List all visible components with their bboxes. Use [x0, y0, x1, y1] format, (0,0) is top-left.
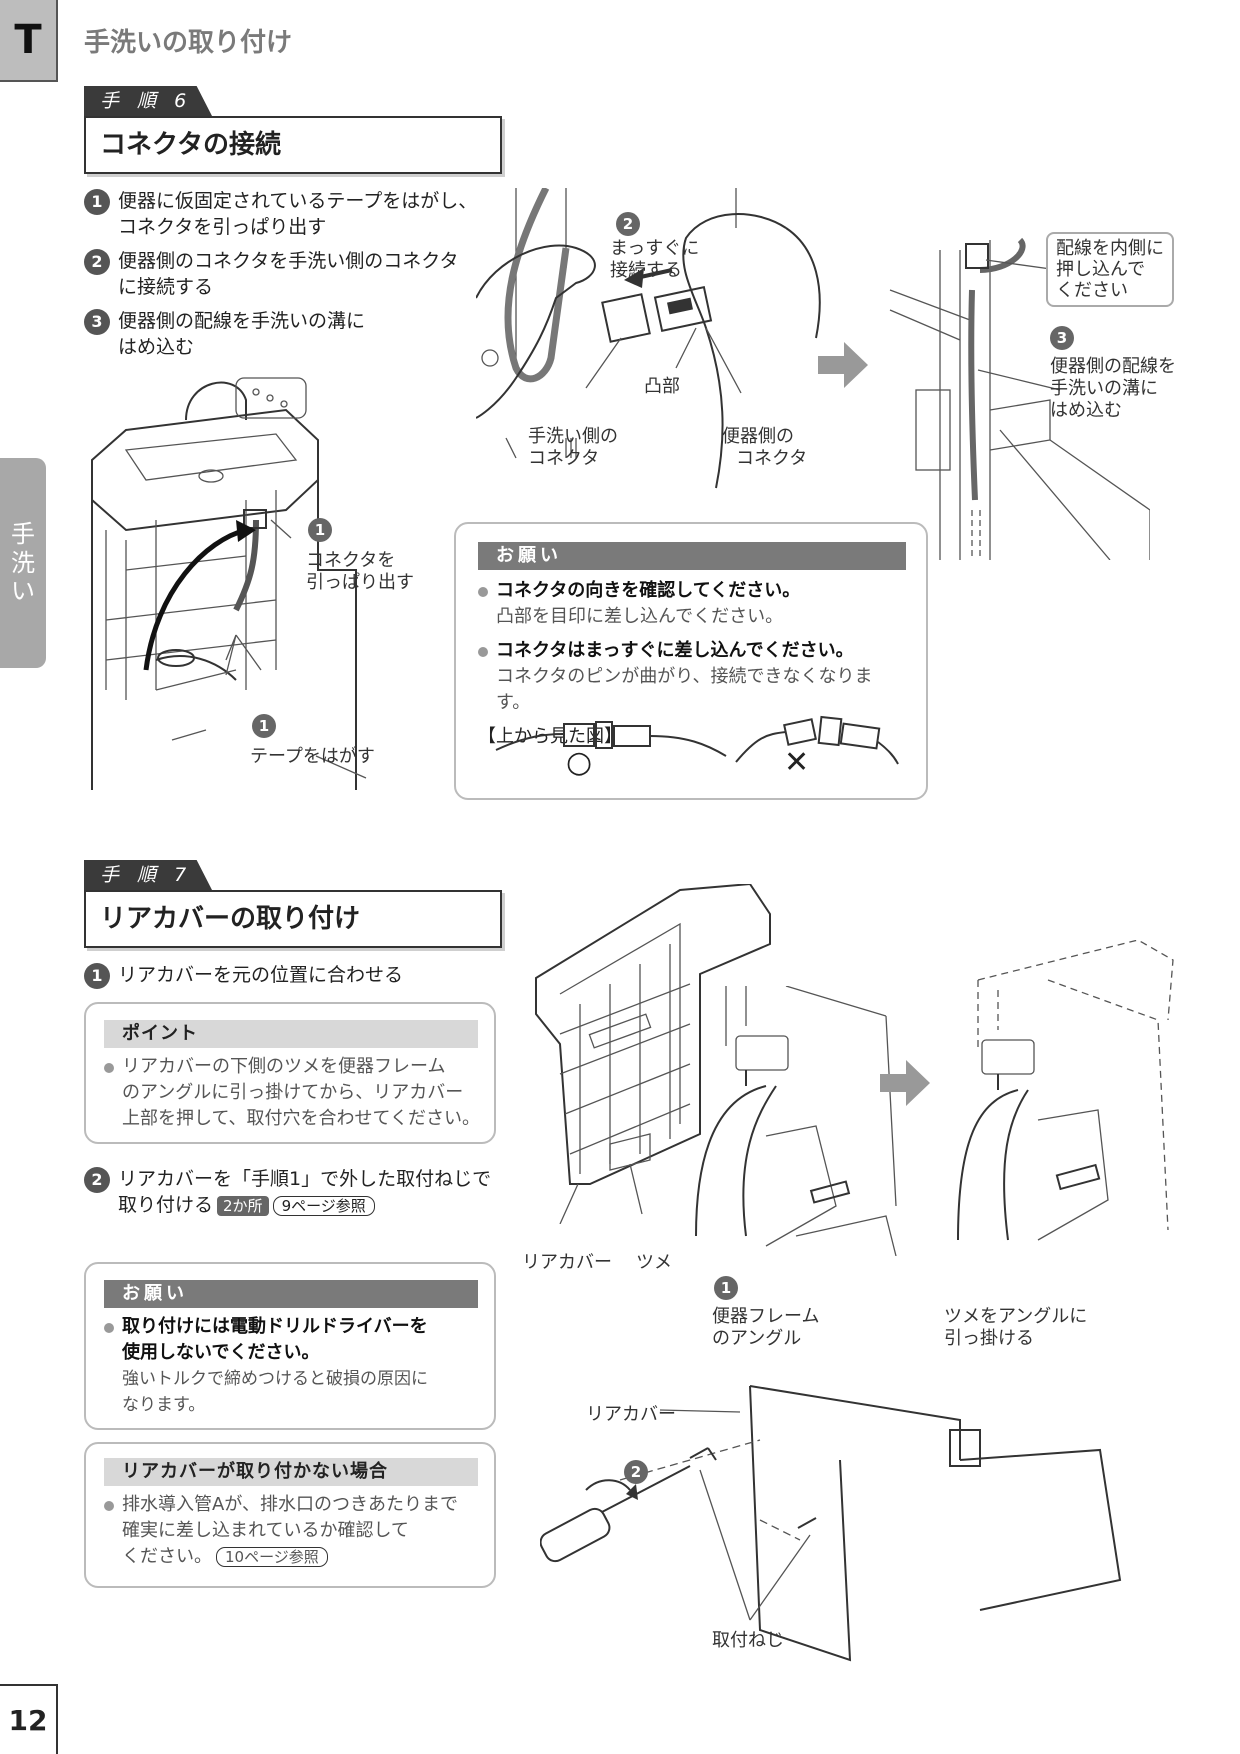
- step-number-icon: 2: [84, 249, 110, 275]
- pull-connector-label: コネクタを引っぱり出す: [306, 550, 414, 593]
- bullet-icon: [104, 1063, 114, 1073]
- side-tab-char: 洗: [11, 548, 35, 577]
- page-ref-tag[interactable]: 10ページ参照: [216, 1547, 328, 1567]
- bullet-icon: [478, 647, 488, 657]
- request-heading: お願い: [104, 1280, 478, 1308]
- instruction-item: 1 便器に仮固定されているテープをはがし、コネクタを引っぱり出す: [84, 188, 494, 240]
- instruction-item: 3 便器側の配線を手洗いの溝にはめ込む: [84, 308, 494, 360]
- rear-cover-label: リアカバー: [586, 1404, 676, 1425]
- frame-angle-label: 便器フレームのアングル: [712, 1306, 820, 1349]
- ok-mark-icon: ○: [566, 745, 593, 780]
- claw-label: ツメ: [636, 1252, 672, 1273]
- side-chapter-tab: 手 洗 い: [0, 458, 46, 668]
- groove-wiring-label: 便器側の配線を手洗いの溝にはめ込む: [1050, 356, 1176, 421]
- page-title: 手洗いの取り付け: [84, 28, 293, 58]
- label-number-icon: 2: [616, 212, 640, 236]
- section-tab: T: [0, 0, 58, 82]
- side-tab-char: い: [11, 577, 35, 606]
- step6-instructions: 1 便器に仮固定されているテープをはがし、コネクタを引っぱり出す 2 便器側のコ…: [84, 188, 494, 360]
- screw-install-illustration: [540, 1385, 1122, 1662]
- rear-cover-label: リアカバー: [522, 1252, 612, 1273]
- label-number-icon: 1: [308, 518, 332, 542]
- step-number-icon: 1: [84, 963, 110, 989]
- push-inside-callout: 配線を内側に押し込んでください: [1046, 232, 1174, 307]
- label-number-icon: 3: [1050, 326, 1074, 350]
- step6-request-box: お願い コネクタの向きを確認してください。凸部を目印に差し込んでください。 コネ…: [454, 522, 928, 800]
- instruction-text: コネクタを引っぱり出す: [118, 216, 327, 238]
- point-box: ポイント リアカバーの下側のツメを便器フレームのアングルに引っ掛けてから、リアカ…: [84, 1002, 496, 1144]
- bullet-icon: [104, 1323, 114, 1333]
- request-sub-text: 強いトルクで締めつけると破損の原因に: [122, 1369, 428, 1389]
- label-number-icon: 1: [714, 1276, 738, 1300]
- hooked-frame-illustration: [957, 940, 1174, 1241]
- step7-request-box: お願い 取り付けには電動ドリルドライバーを 使用しないでください。 強いトルクで…: [84, 1262, 496, 1430]
- connect-straight-label: まっすぐに接続する: [610, 238, 700, 281]
- instruction-text: に接続する: [118, 276, 214, 298]
- step-number-icon: 1: [84, 189, 110, 215]
- step6-title: コネクタの接続: [84, 116, 502, 174]
- page-ref-tag[interactable]: 9ページ参照: [272, 1196, 375, 1216]
- point-item: リアカバーの下側のツメを便器フレームのアングルに引っ掛けてから、リアカバー上部を…: [86, 1048, 494, 1132]
- instruction-text: 便器側のコネクタを手洗い側のコネクタ: [118, 250, 459, 272]
- request-item: コネクタの向きを確認してください。凸部を目印に差し込んでください。: [478, 578, 906, 630]
- count-tag: 2か所: [217, 1196, 269, 1216]
- sink-illustration: [91, 377, 367, 790]
- instruction-item: 2 便器側のコネクタを手洗い側のコネクタに接続する: [84, 248, 494, 300]
- instruction-text: 取り付ける: [118, 1194, 214, 1216]
- trouble-heading: リアカバーが取り付かない場合: [104, 1458, 478, 1486]
- trouble-item: 排水導入管Aが、排水口のつきあたりまで 確実に差し込まれているか確認して くださ…: [86, 1486, 494, 1570]
- convex-part-label: 凸部: [644, 376, 680, 397]
- toilet-connector-label: 便器側のコネクタ: [722, 426, 808, 469]
- arrow-right-icon: [880, 1060, 930, 1106]
- wiring-groove-illustration: [889, 237, 1150, 560]
- arrow-right-icon: [818, 342, 868, 388]
- bullet-icon: [478, 587, 488, 597]
- request-main-text: コネクタはまっすぐに差し込んでください。: [496, 640, 854, 661]
- washbasin-connector-label: 手洗い側のコネクタ: [528, 426, 618, 469]
- instruction-text: 便器側の配線を手洗いの溝に: [118, 310, 366, 332]
- request-sub-text: 凸部を目印に差し込んでください。: [496, 606, 784, 627]
- step7-title: リアカバーの取り付け: [84, 890, 502, 948]
- instruction-text: 便器に仮固定されているテープをはがし、: [118, 190, 478, 212]
- ng-mark-icon: ✕: [784, 745, 810, 780]
- step7-banner: 手 順 7: [84, 860, 212, 890]
- request-main-text: 取り付けには電動ドリルドライバーを: [122, 1316, 428, 1337]
- step6-banner: 手 順 6: [84, 86, 212, 116]
- request-main-text: 使用しないでください。: [122, 1342, 320, 1363]
- side-tab-char: 手: [11, 519, 35, 548]
- request-sub-text: コネクタのピンが曲がり、接続できなくなります。: [496, 666, 873, 713]
- point-heading: ポイント: [104, 1020, 478, 1048]
- request-sub-text: なります。: [122, 1395, 206, 1415]
- connector-hands-illustration: [476, 188, 821, 489]
- bullet-icon: [104, 1501, 114, 1511]
- peel-tape-label: テープをはがす: [250, 746, 375, 767]
- instruction-item: 1 リアカバーを元の位置に合わせる: [84, 962, 403, 989]
- label-number-icon: 2: [624, 1460, 648, 1484]
- request-item: 取り付けには電動ドリルドライバーを 使用しないでください。 強いトルクで締めつけ…: [86, 1308, 494, 1418]
- page-number: 12: [0, 1684, 58, 1754]
- request-item: コネクタはまっすぐに差し込んでください。コネクタのピンが曲がり、接続できなくなり…: [478, 638, 906, 716]
- top-view-diagrams: [495, 715, 899, 765]
- rear-cover-illustration: [535, 884, 771, 1224]
- request-heading: お願い: [478, 542, 906, 570]
- hook-angle-label: ツメをアングルに引っ掛ける: [944, 1306, 1088, 1349]
- frame-angle-illustration: [695, 986, 897, 1256]
- mounting-screw-label: 取付ねじ: [712, 1630, 784, 1651]
- section-letter: T: [14, 17, 42, 63]
- request-main-text: コネクタの向きを確認してください。: [496, 580, 801, 601]
- step-number-icon: 3: [84, 309, 110, 335]
- instruction-text: リアカバーを元の位置に合わせる: [118, 964, 404, 986]
- step-number-icon: 2: [84, 1167, 110, 1193]
- trouble-box: リアカバーが取り付かない場合 排水導入管Aが、排水口のつきあたりまで 確実に差し…: [84, 1442, 496, 1588]
- instruction-text: はめ込む: [118, 336, 195, 358]
- label-number-icon: 1: [252, 714, 276, 738]
- instruction-text: リアカバーを「手順1」で外した取付ねじで: [118, 1168, 492, 1190]
